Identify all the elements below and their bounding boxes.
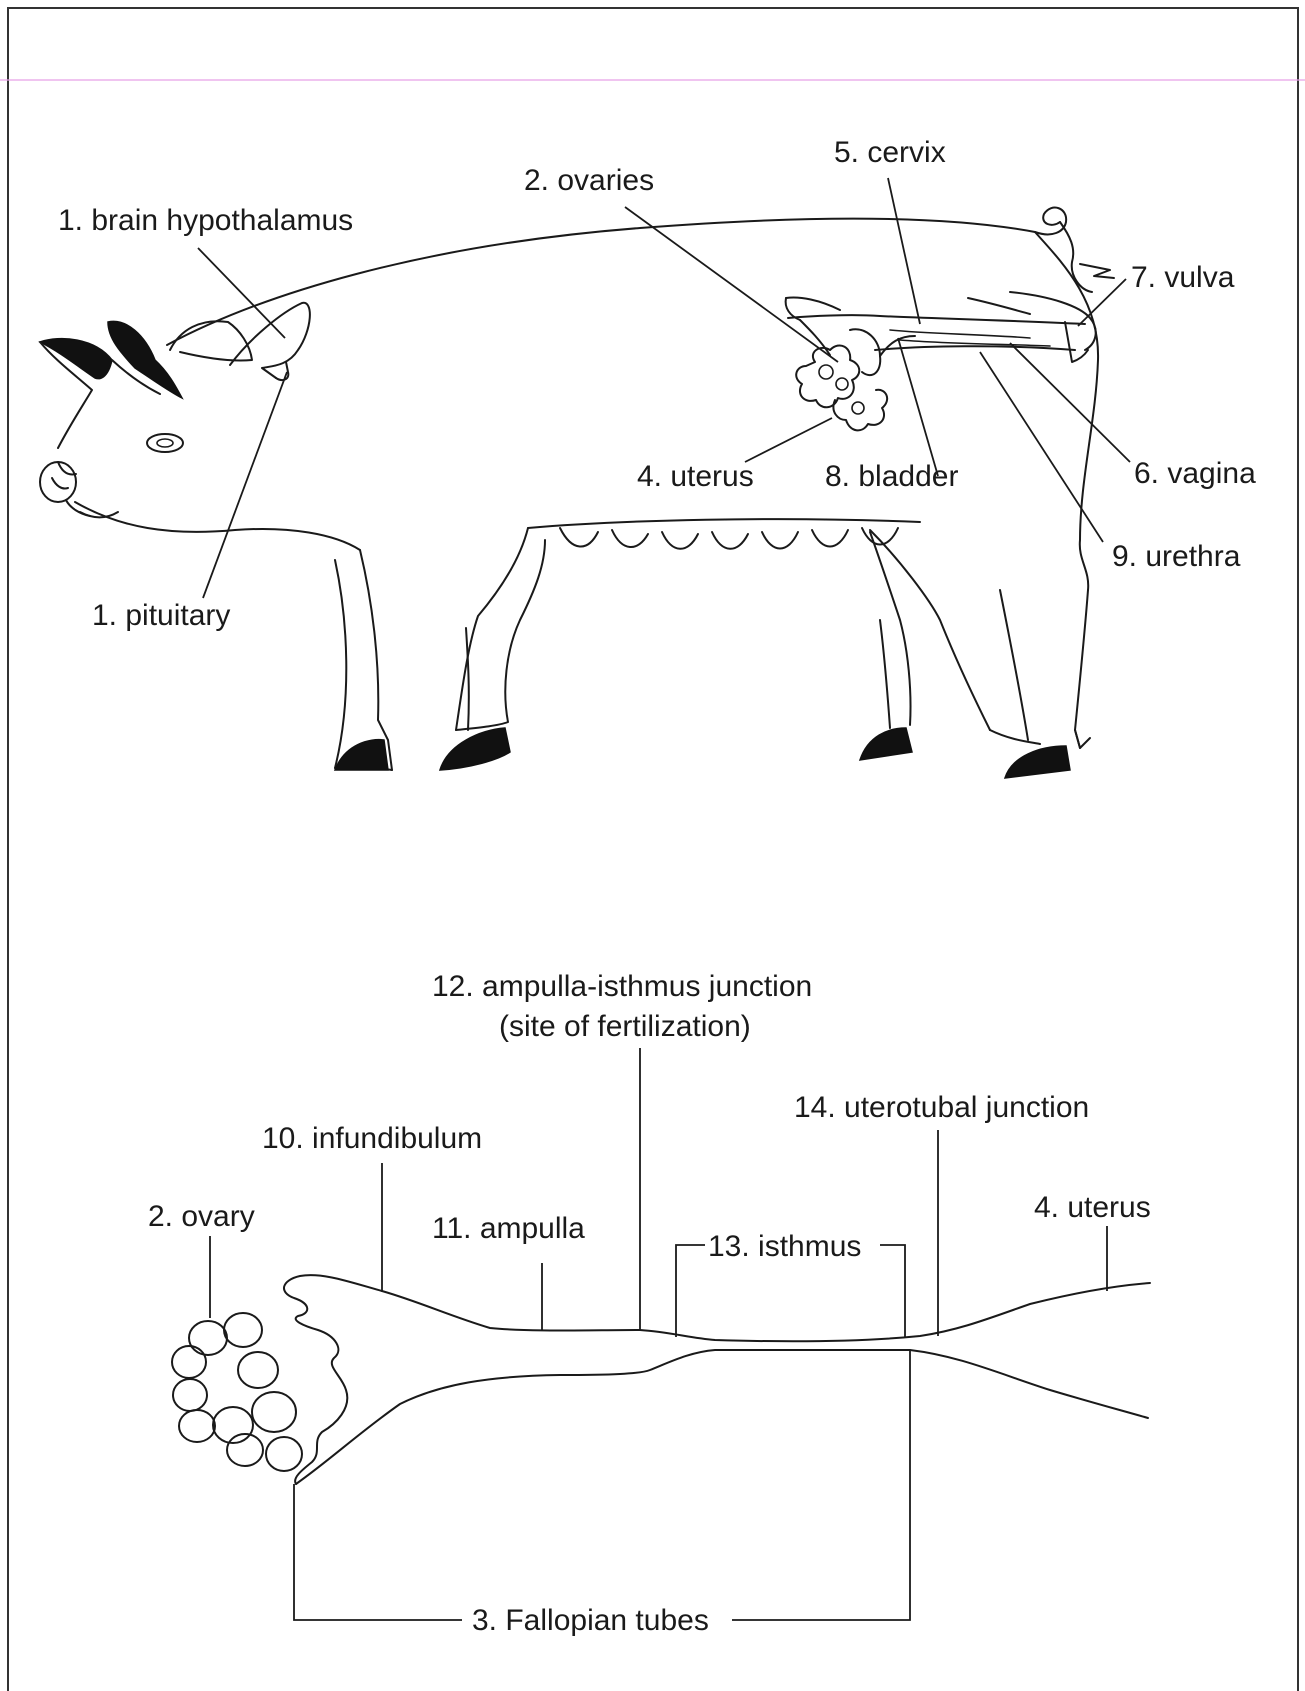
label-ovaries: 2. ovaries: [524, 164, 654, 197]
pig-ovary-cluster: [796, 329, 887, 430]
bracket-fallopian-right: [732, 1350, 910, 1620]
label-bladder: 8. bladder: [825, 460, 958, 493]
label-fallopian-tubes: 3. Fallopian tubes: [472, 1604, 709, 1637]
label-ovary: 2. ovary: [148, 1200, 255, 1233]
label-fertilization-site: (site of fertilization): [499, 1010, 751, 1043]
page-frame: [8, 8, 1298, 1691]
label-vulva: 7. vulva: [1131, 261, 1235, 294]
pointer-vagina: [1010, 343, 1130, 462]
ovary-follicles: [172, 1313, 302, 1471]
label-uterus-tract: 4. uterus: [1034, 1191, 1151, 1224]
label-uterotubal-junction: 14. uterotubal junction: [794, 1091, 1089, 1124]
label-brain-hypothalamus: 1. brain hypothalamus: [58, 204, 353, 237]
label-uterus-pig: 4. uterus: [637, 460, 754, 493]
bracket-isthmus-left: [676, 1245, 705, 1337]
pointer-ovaries: [625, 207, 838, 362]
pointer-vulva: [1078, 279, 1126, 326]
pointer-cervix: [888, 178, 920, 324]
label-cervix: 5. cervix: [834, 136, 946, 169]
pointer-bladder: [898, 338, 938, 476]
bracket-isthmus-right: [880, 1245, 905, 1337]
pointer-urethra: [980, 352, 1103, 542]
label-ampulla: 11. ampulla: [432, 1212, 585, 1245]
pointer-pituitary: [203, 372, 287, 598]
label-vagina: 6. vagina: [1134, 457, 1256, 490]
label-infundibulum: 10. infundibulum: [262, 1122, 482, 1155]
bracket-fallopian-left: [294, 1484, 462, 1620]
oviduct-illustration: [172, 1275, 1150, 1484]
label-isthmus: 13. isthmus: [708, 1230, 861, 1263]
label-ampulla-isthmus-junction: 12. ampulla-isthmus junction: [432, 970, 812, 1003]
pointer-uterus: [745, 418, 832, 462]
label-urethra: 9. urethra: [1112, 540, 1241, 573]
label-pituitary: 1. pituitary: [92, 599, 230, 632]
